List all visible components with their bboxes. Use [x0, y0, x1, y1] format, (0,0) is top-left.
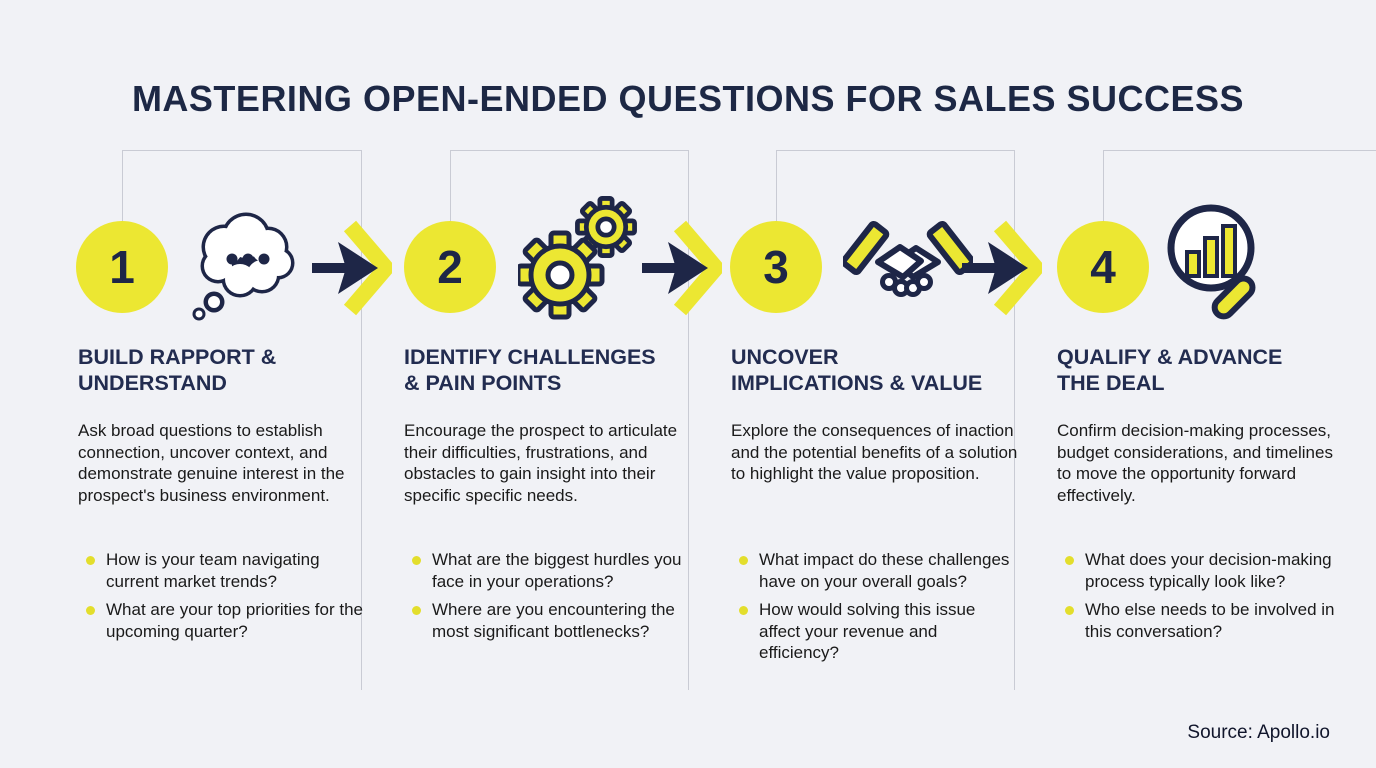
step-column-1: BUILD RAPPORT & UNDERSTAND Ask broad que… — [78, 344, 372, 641]
bullet-text: How would solving this issue affect your… — [759, 600, 976, 662]
bullet-item: Where are you encountering the most sign… — [404, 599, 694, 642]
step-number-badge-2: 2 — [404, 221, 496, 313]
bullet-text: Where are you encountering the most sign… — [432, 600, 675, 641]
step-bullet-list: What does your decision-making process t… — [1057, 549, 1347, 649]
magnifier-chart-icon — [1163, 200, 1278, 325]
bullet-item: What are your top priorities for the upc… — [78, 599, 368, 642]
arrow-right-icon — [642, 218, 727, 323]
bullet-text: Who else needs to be involved in this co… — [1085, 600, 1335, 641]
column-box-left-4 — [1103, 150, 1104, 230]
step-column-4: QUALIFY & ADVANCE THE DEAL Confirm decis… — [1057, 344, 1351, 641]
bullet-text: How is your team navigating current mark… — [106, 550, 320, 591]
step-heading: QUALIFY & ADVANCE THE DEAL — [1057, 344, 1351, 396]
column-box-left-3 — [776, 150, 777, 230]
step-description: Ask broad questions to establish connect… — [78, 421, 345, 505]
step-column-2: IDENTIFY CHALLENGES & PAIN POINTS Encour… — [404, 344, 698, 641]
step-heading-line1: UNCOVER — [731, 345, 839, 369]
arrow-right-icon — [962, 218, 1047, 323]
bullet-text: What does your decision-making process t… — [1085, 550, 1332, 591]
step-heading-line2: IMPLICATIONS & VALUE — [731, 371, 983, 395]
step-heading: IDENTIFY CHALLENGES & PAIN POINTS — [404, 344, 698, 396]
bullet-text: What are the biggest hurdles you face in… — [432, 550, 682, 591]
step-number-badge-4: 4 — [1057, 221, 1149, 313]
bullet-item: What are the biggest hurdles you face in… — [404, 549, 694, 592]
step-number: 2 — [437, 241, 463, 293]
step-heading-line2: & PAIN POINTS — [404, 371, 562, 395]
column-box-top-1 — [122, 150, 361, 151]
source-credit: Source: Apollo.io — [1187, 722, 1330, 743]
bullet-dot-icon — [86, 556, 95, 565]
step-description: Confirm decision-making processes, budge… — [1057, 421, 1333, 505]
step-heading: BUILD RAPPORT & UNDERSTAND — [78, 344, 372, 396]
step-number-badge-1: 1 — [76, 221, 168, 313]
step-bullet-list: What are the biggest hurdles you face in… — [404, 549, 694, 649]
bullet-dot-icon — [1065, 606, 1074, 615]
bullet-item: Who else needs to be involved in this co… — [1057, 599, 1347, 642]
step-heading-line1: IDENTIFY CHALLENGES — [404, 345, 656, 369]
step-bullet-list: What impact do these challenges have on … — [731, 549, 1021, 671]
step-description: Explore the consequences of inaction and… — [731, 421, 1018, 483]
bullet-item: What impact do these challenges have on … — [731, 549, 1021, 592]
thought-bubble-icon — [186, 203, 296, 326]
bullet-text: What impact do these challenges have on … — [759, 550, 1010, 591]
bullet-dot-icon — [412, 606, 421, 615]
column-box-right-2 — [688, 150, 689, 690]
bullet-item: How is your team navigating current mark… — [78, 549, 368, 592]
step-bullet-list: How is your team navigating current mark… — [78, 549, 368, 649]
bullet-text: What are your top priorities for the upc… — [106, 600, 364, 641]
step-heading-line1: QUALIFY & ADVANCE — [1057, 345, 1283, 369]
column-box-right-1 — [361, 150, 362, 690]
column-box-left-1 — [122, 150, 123, 230]
bullet-dot-icon — [86, 606, 95, 615]
arrow-right-icon — [312, 218, 397, 323]
page-title: MASTERING OPEN-ENDED QUESTIONS FOR SALES… — [131, 78, 1245, 120]
step-heading-line2: UNDERSTAND — [78, 371, 227, 395]
step-heading-line2: THE DEAL — [1057, 371, 1165, 395]
column-box-top-4 — [1103, 150, 1376, 151]
gears-icon — [515, 195, 643, 325]
handshake-icon — [840, 220, 976, 325]
bullet-item: How would solving this issue affect your… — [731, 599, 1021, 664]
column-box-left-2 — [450, 150, 451, 230]
step-column-3: UNCOVER IMPLICATIONS & VALUE Explore the… — [731, 344, 1025, 662]
step-number: 1 — [109, 241, 135, 293]
step-number: 3 — [763, 241, 789, 293]
bullet-dot-icon — [1065, 556, 1074, 565]
bullet-item: What does your decision-making process t… — [1057, 549, 1347, 592]
bullet-dot-icon — [412, 556, 421, 565]
bullet-dot-icon — [739, 606, 748, 615]
step-heading-line1: BUILD RAPPORT & — [78, 345, 277, 369]
step-heading: UNCOVER IMPLICATIONS & VALUE — [731, 344, 1025, 396]
column-box-top-3 — [776, 150, 1014, 151]
step-number-badge-3: 3 — [730, 221, 822, 313]
step-number: 4 — [1090, 241, 1116, 293]
step-description: Encourage the prospect to articulate the… — [404, 421, 678, 505]
bullet-dot-icon — [739, 556, 748, 565]
column-box-right-3 — [1014, 150, 1015, 690]
column-box-top-2 — [450, 150, 688, 151]
